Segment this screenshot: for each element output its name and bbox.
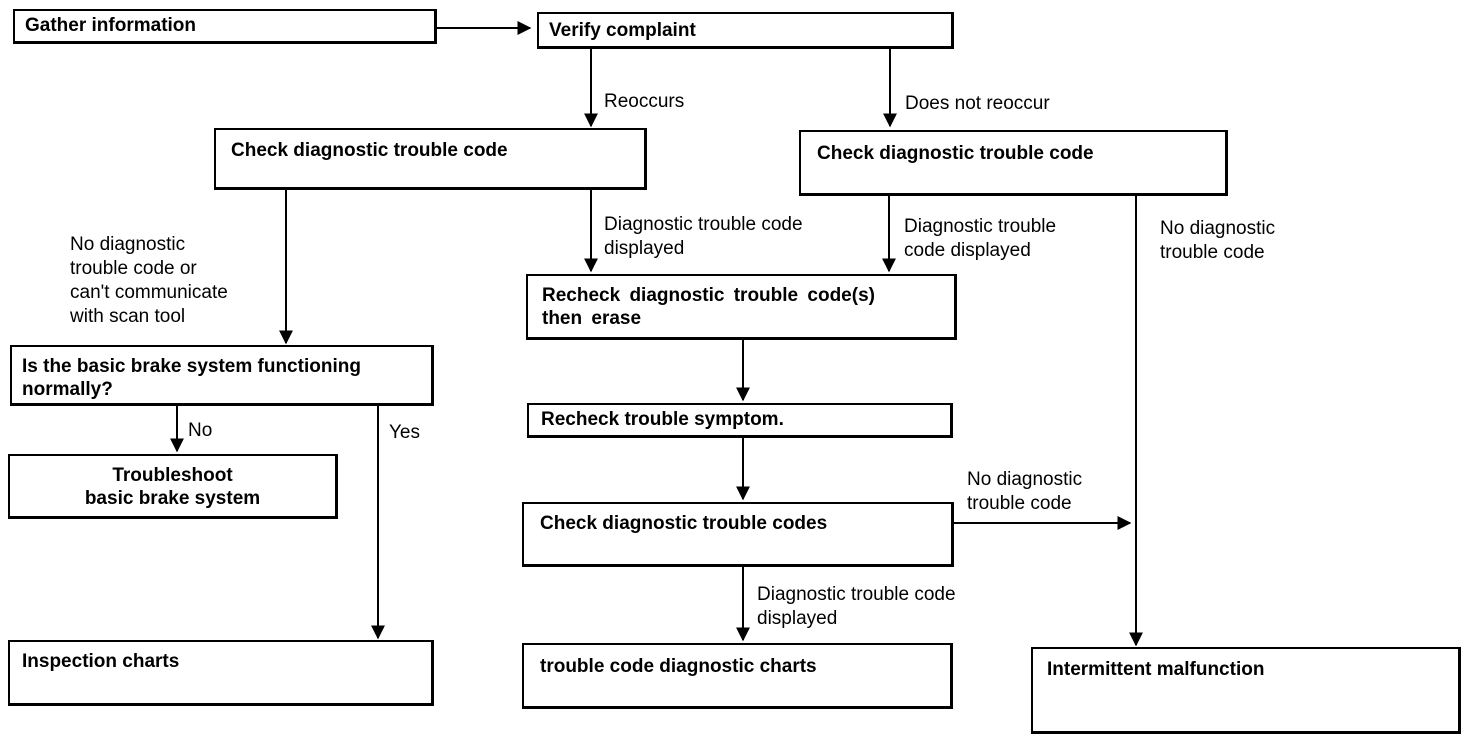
node-intermittent-malfunction: Intermittent malfunction [1031, 647, 1461, 734]
edge-label-no-dtc-right: No diagnostic trouble code [1160, 218, 1276, 263]
node-verify-complaint: Verify complaint [537, 12, 954, 49]
node-check-dtc-left: Check diagnostic trouble code [214, 128, 647, 190]
node-troubleshoot-basic-brake: Troubleshoot basic brake system [8, 454, 338, 519]
edge-label-no-dtc-mid: No diagnostic trouble code [967, 469, 1083, 514]
node-check-dtc-right: Check diagnostic trouble code [799, 130, 1228, 196]
node-recheck-dtc-erase: Recheck diagnostic trouble code(s) then … [526, 274, 957, 340]
edge-label-does-not-reoccur: Does not reoccur [905, 93, 1050, 114]
edge-label-yes: Yes [389, 422, 420, 443]
edge-label-no: No [188, 420, 213, 441]
edge-label-no-dtc-left: No diagnostic trouble code or can't comm… [70, 234, 228, 327]
node-trouble-code-charts: trouble code diagnostic charts [522, 643, 953, 709]
node-gather-information: Gather information [13, 9, 437, 44]
node-recheck-trouble-symptom: Recheck trouble symptom. [527, 403, 953, 438]
node-basic-brake-question: Is the basic brake system functioning no… [10, 345, 434, 406]
edge-label-dtc-displayed-left: Diagnostic trouble code displayed [604, 214, 803, 259]
edge-label-dtc-displayed-bottom: Diagnostic trouble code displayed [757, 584, 956, 629]
edge-label-dtc-displayed-right: Diagnostic trouble code displayed [904, 216, 1057, 261]
node-inspection-charts: Inspection charts [8, 640, 434, 706]
node-check-dtc-codes: Check diagnostic trouble codes [522, 502, 954, 567]
edge-label-reoccurs: Reoccurs [604, 91, 685, 112]
